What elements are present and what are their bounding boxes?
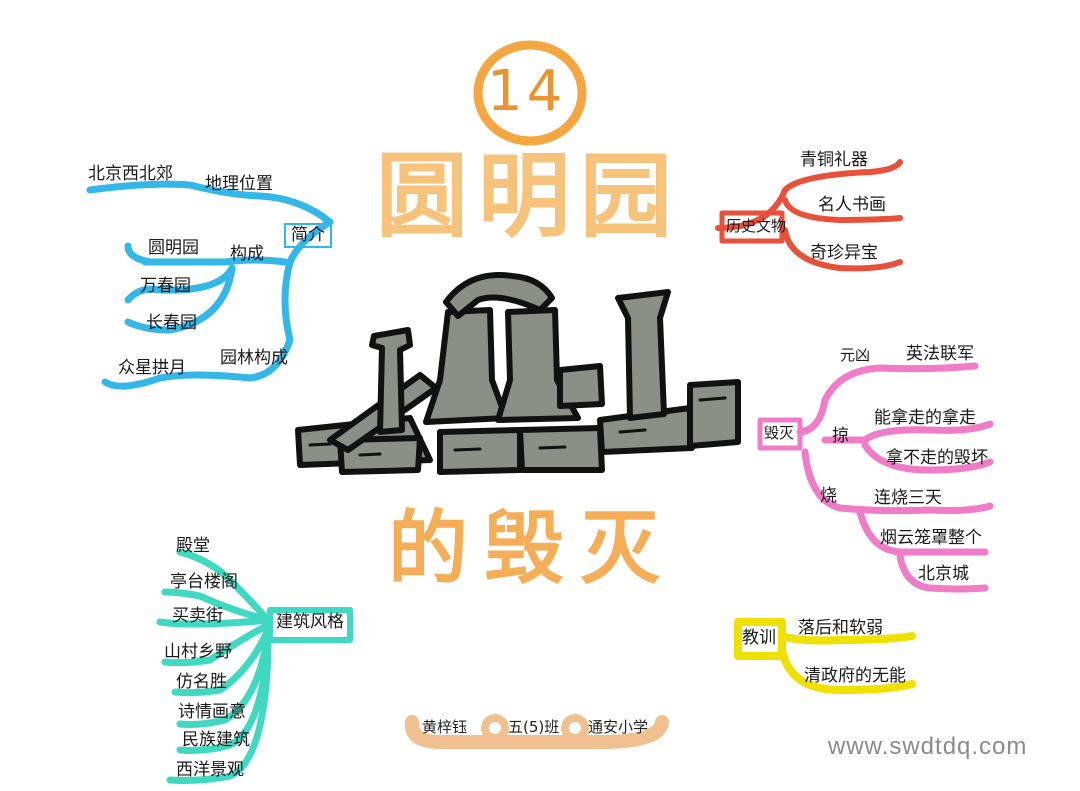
plunder-label: 掠: [832, 426, 849, 446]
arch-item-3: 买卖街: [172, 606, 223, 626]
arch-item-1: 殿堂: [176, 536, 210, 556]
arch-item-5: 仿名胜: [176, 672, 227, 692]
arch-item-7: 民族建筑: [182, 730, 250, 750]
burn-3: 北京城: [918, 564, 969, 584]
page-title: 圆明园: [376, 142, 683, 250]
plunder-2: 拿不走的毁坏: [886, 448, 988, 468]
lesson-label: 教训: [742, 628, 776, 648]
burn-2: 烟云笼罩整个: [880, 528, 982, 548]
location-label: 地理位置: [205, 174, 273, 194]
arch-item-8: 西洋景观: [176, 760, 244, 780]
lesson-number: 14: [487, 59, 567, 124]
relic-1: 青铜礼器: [800, 150, 868, 170]
author-class: 五(5)班: [508, 718, 560, 736]
layout-label: 园林构成: [220, 348, 288, 368]
page-subtitle: 的毁灭: [388, 501, 676, 595]
culprit-label: 元凶: [840, 346, 871, 364]
watermark: www.swdtdq.com: [828, 733, 1028, 760]
lesson-2: 清政府的无能: [804, 666, 906, 686]
signature-banner: [404, 714, 669, 750]
lesson-1: 落后和软弱: [798, 618, 883, 638]
ruins-illustration: [295, 272, 741, 475]
culprit-value: 英法联军: [906, 344, 974, 364]
intro-branch: [86, 180, 334, 390]
ruins-brick-marks: [308, 396, 727, 457]
relics-label-box: [719, 210, 785, 244]
lesson-branch: [734, 618, 916, 694]
architecture-label-box: [267, 607, 353, 643]
burn-1: 连烧三天: [874, 488, 942, 508]
composition-label: 构成: [230, 244, 264, 264]
arch-item-2: 亭台楼阁: [170, 572, 238, 592]
garden-2: 万春园: [140, 276, 191, 296]
destruction-label-box: [757, 417, 803, 451]
lesson-number-circle: [473, 40, 587, 146]
architecture-label: 建筑风格: [276, 612, 344, 632]
burn-label: 烧: [820, 486, 837, 506]
relic-2: 名人书画: [818, 195, 886, 215]
arch-item-4: 山村乡野: [164, 642, 232, 662]
relics-label: 历史文物: [726, 217, 787, 235]
destruction-label: 毁灭: [764, 424, 795, 442]
arch-item-6: 诗情画意: [178, 702, 246, 722]
plunder-1: 能拿走的拿走: [874, 408, 976, 428]
intro-label: 简介: [284, 223, 332, 248]
garden-3: 长春园: [146, 313, 197, 333]
relic-3: 奇珍异宝: [810, 243, 878, 263]
author-name: 黄梓钰: [422, 718, 468, 736]
layout-value: 众星拱月: [118, 358, 186, 378]
garden-1: 圆明园: [148, 238, 199, 258]
location-value: 北京西北郊: [88, 164, 173, 184]
relics-branch: [715, 159, 903, 272]
author-school: 通安小学: [588, 718, 649, 736]
architecture-branch: [156, 548, 272, 784]
destruction-branch: [796, 362, 994, 593]
